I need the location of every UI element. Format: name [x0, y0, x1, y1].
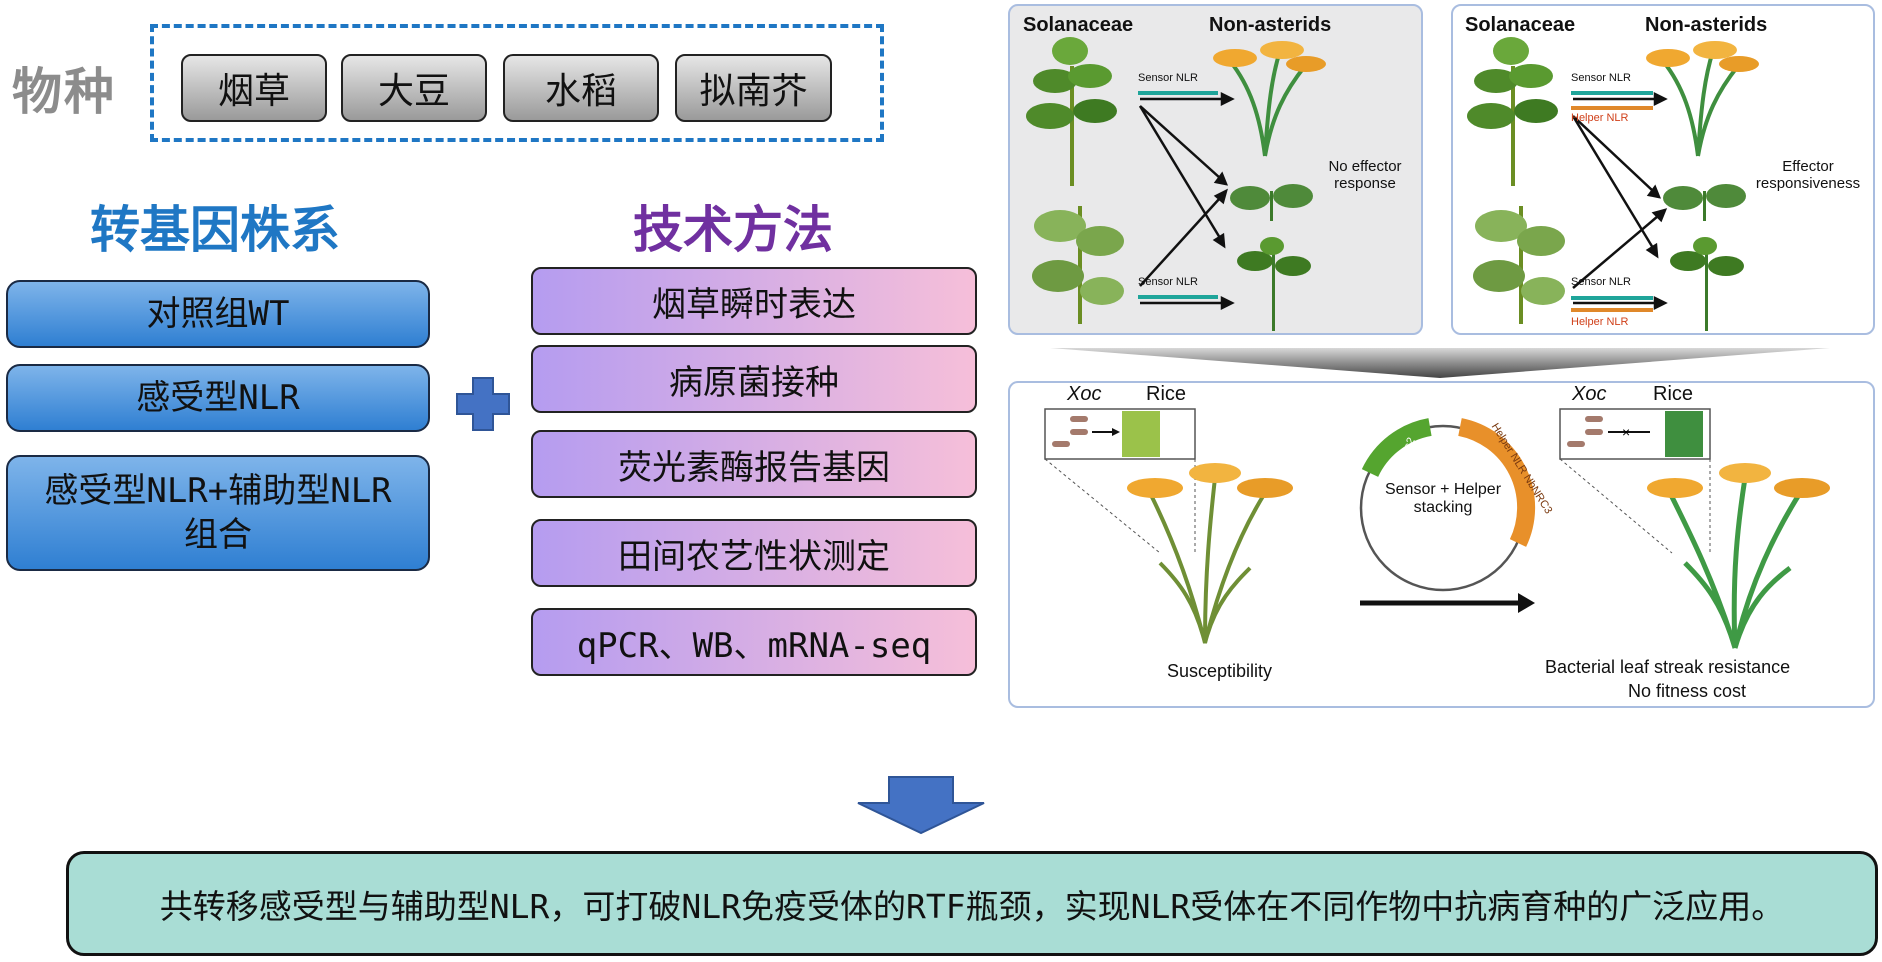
panel-effector-response: Solanaceae Non-asterids: [1451, 4, 1875, 335]
funnel-connector: [1050, 348, 1830, 378]
conclusion-text: 共转移感受型与辅助型NLR，可打破NLR免疫受体的RTF瓶颈，实现NLR受体在不…: [159, 886, 1785, 926]
conclusion-box: 共转移感受型与辅助型NLR，可打破NLR免疫受体的RTF瓶颈，实现NLR受体在不…: [66, 851, 1878, 956]
sensor-nlr-bar: [1571, 91, 1653, 95]
transgenic-heading: 转基因株系: [90, 201, 340, 259]
panel-c-illustration: ×: [1044, 408, 1830, 649]
method-pathogen-inoculation[interactable]: 病原菌接种: [531, 345, 977, 413]
panel-b-helper-bottom: Helper NLR: [1571, 316, 1629, 328]
helper-nlr-bar: [1571, 106, 1653, 110]
panel-c-susceptibility: Susceptibility: [1167, 661, 1273, 681]
stacking-arrow-icon: [1518, 593, 1535, 613]
panel-c-xoc-left: Xoc: [1067, 383, 1102, 405]
down-arrow-icon: [857, 776, 985, 835]
panel-b-solanaceae-label: Solanaceae: [1465, 14, 1576, 36]
species-arabidopsis[interactable]: 拟南芥: [675, 54, 832, 122]
method-field-traits[interactable]: 田间农艺性状测定: [531, 519, 977, 587]
panel-b-response: Effector responsiveness: [1755, 158, 1861, 193]
plus-icon: [456, 377, 510, 431]
panel-rice-stacking: Xoc Rice × Sensor NLR Bs2 Helper NL: [1008, 381, 1875, 708]
tomato-plant-icon: [1026, 37, 1117, 186]
panel-b-non-asterids-label: Non-asterids: [1645, 14, 1768, 36]
species-soybean[interactable]: 大豆: [341, 54, 487, 122]
tomato-plant-icon: [1467, 37, 1558, 186]
transgenic-item-sensor-helper-line1: 感受型NLR+辅助型NLR: [44, 470, 392, 511]
panel-a-illustration: [1026, 37, 1326, 331]
panel-a-solanaceae-label: Solanaceae: [1023, 14, 1134, 36]
panel-c-stacking: Sensor + Helper stacking: [1384, 481, 1502, 517]
panel-b-helper-top: Helper NLR: [1571, 112, 1629, 124]
panel-b-sensor-bottom: Sensor NLR: [1571, 276, 1631, 288]
rice-plant-icon: [1127, 463, 1293, 644]
helper-nlr-bar: [1571, 308, 1653, 312]
panel-b-illustration: [1467, 37, 1759, 331]
species-rice[interactable]: 水稻: [503, 54, 659, 122]
species-tobacco[interactable]: 烟草: [181, 54, 327, 122]
sensor-nlr-bar: [1138, 91, 1218, 95]
panel-c-xoc-right: Xoc: [1572, 383, 1607, 405]
nicotiana-plant-icon: [1032, 206, 1124, 324]
block-x-icon: ×: [1622, 424, 1630, 440]
panel-a-sensor-bottom: Sensor NLR: [1138, 276, 1198, 288]
transgenic-item-sensor-helper[interactable]: 感受型NLR+辅助型NLR 组合: [6, 455, 430, 571]
rice-leaf-icon: [1665, 411, 1703, 457]
rice-plant-icon: [1213, 41, 1326, 157]
method-transient-expression[interactable]: 烟草瞬时表达: [531, 267, 977, 335]
rice-plant-icon: [1647, 463, 1830, 649]
panel-b-sensor-top: Sensor NLR: [1571, 72, 1631, 84]
panel-a-non-asterids-label: Non-asterids: [1209, 14, 1332, 36]
dicot-plant-icon: [1230, 184, 1313, 331]
panel-a-response: No effector response: [1328, 158, 1402, 193]
panel-c-rice-left: Rice: [1146, 383, 1187, 405]
sensor-nlr-bar: [1138, 295, 1218, 299]
panel-c-fitness: No fitness cost: [1628, 681, 1747, 701]
panel-a-sensor-top: Sensor NLR: [1138, 72, 1198, 84]
transgenic-item-sensor-helper-line2: 组合: [184, 515, 252, 555]
rice-plant-icon: [1646, 41, 1759, 157]
species-label: 物种: [12, 63, 116, 121]
sensor-nlr-bar: [1571, 296, 1653, 300]
panel-c-resistance: Bacterial leaf streak resistance: [1545, 657, 1791, 677]
transgenic-item-sensor[interactable]: 感受型NLR: [6, 364, 430, 432]
panel-no-response: Solanaceae Non-asterids: [1008, 4, 1423, 335]
species-dashed-box: [150, 24, 884, 142]
transgenic-item-wt[interactable]: 对照组WT: [6, 280, 430, 348]
methods-heading: 技术方法: [633, 201, 833, 259]
method-luciferase-reporter[interactable]: 荧光素酶报告基因: [531, 430, 977, 498]
nicotiana-plant-icon: [1473, 206, 1565, 324]
panel-c-rice-right: Rice: [1653, 383, 1694, 405]
dicot-plant-icon: [1663, 184, 1746, 331]
rice-leaf-icon: [1122, 411, 1160, 457]
method-molecular-assays[interactable]: qPCR、WB、mRNA-seq: [531, 608, 977, 676]
